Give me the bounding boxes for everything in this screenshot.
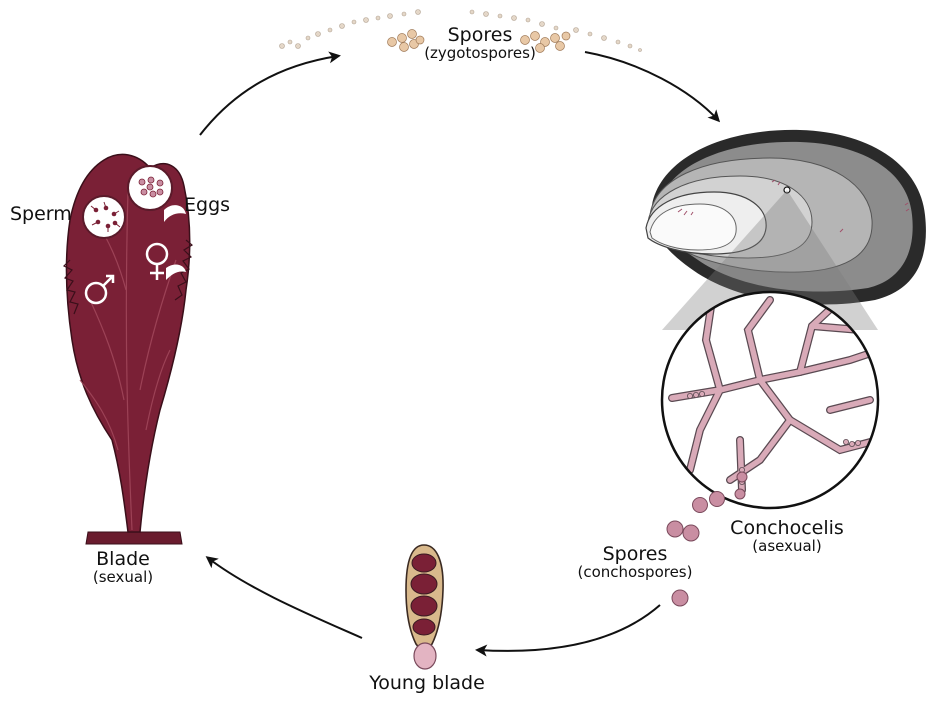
arrow-spores-to-shell (585, 52, 718, 120)
spores-top-subtitle: (zygotospores) (420, 46, 540, 62)
spores-top-label: Spores (zygotospores) (420, 26, 540, 62)
blade-illustration (64, 154, 192, 544)
blade-title: Blade (78, 550, 168, 570)
spores-bottom-label: Spores (conchospores) (565, 545, 705, 581)
eggs-label: Eggs (184, 196, 230, 216)
conchocelis-label: Conchocelis (asexual) (722, 519, 852, 555)
spores-bottom-title: Spores (565, 545, 705, 565)
spores-top-title: Spores (420, 26, 540, 46)
conchocelis-magnified-view (662, 292, 880, 508)
arrow-blade-to-spores (200, 56, 338, 135)
young-blade-illustration (406, 545, 443, 669)
young-blade-label: Young blade (352, 674, 502, 694)
blade-subtitle: (sexual) (78, 570, 168, 586)
sperm-label: Sperm (10, 205, 72, 225)
spores-bottom-subtitle: (conchospores) (565, 565, 705, 581)
conchocelis-title: Conchocelis (722, 519, 852, 539)
blade-label: Blade (sexual) (78, 550, 168, 586)
conchocelis-subtitle: (asexual) (722, 539, 852, 555)
arrow-conchospores-to-young-blade (478, 605, 660, 651)
arrow-young-blade-to-blade (208, 558, 362, 638)
